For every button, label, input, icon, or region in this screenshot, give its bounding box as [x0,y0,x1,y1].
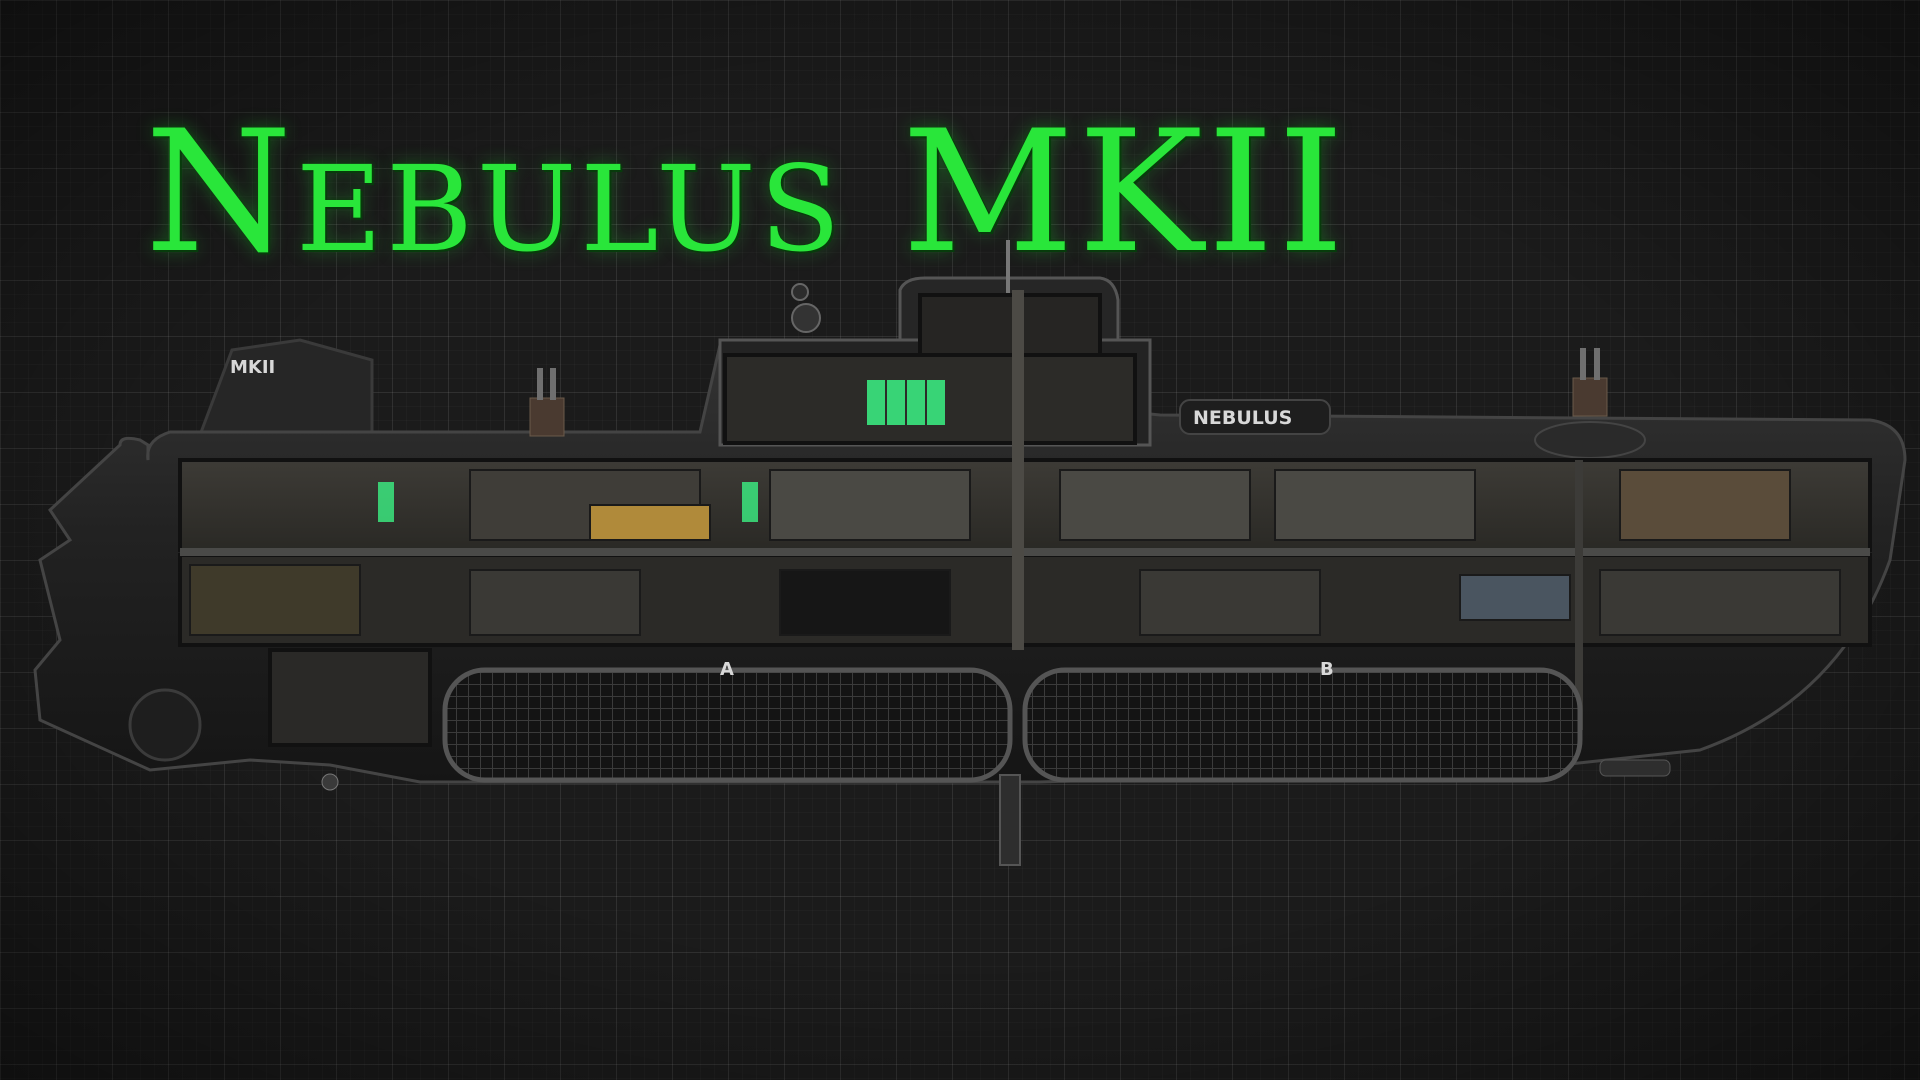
tail-fin [197,338,374,442]
sonar-bulb [128,688,202,762]
hatch-b-label: B [1320,659,1334,680]
turret-left [529,368,565,437]
ballast-tank-a: A [442,659,1013,783]
periscope-mast [1006,240,1010,300]
bow-propeller [321,773,339,791]
radar-dome [791,303,821,333]
engine-bay [268,648,432,747]
machinery-lower [189,564,1841,636]
rear-dome [1534,421,1646,459]
hatch-a-label: A [720,659,734,680]
hull-tail-mark: MKII [230,357,275,378]
rear-thruster [1599,759,1671,777]
nebulus-plate [1179,399,1331,435]
tower-room [918,293,1102,357]
machinery-upper [469,469,1791,541]
hull-name-plate: NEBULUS [1193,407,1292,429]
keel-anchor [999,774,1021,866]
deck-upper [178,458,1872,552]
turret-right [1572,348,1608,417]
page-title: Nebulus MKII [145,94,1349,290]
ballast-tank-b: B [1022,659,1583,783]
